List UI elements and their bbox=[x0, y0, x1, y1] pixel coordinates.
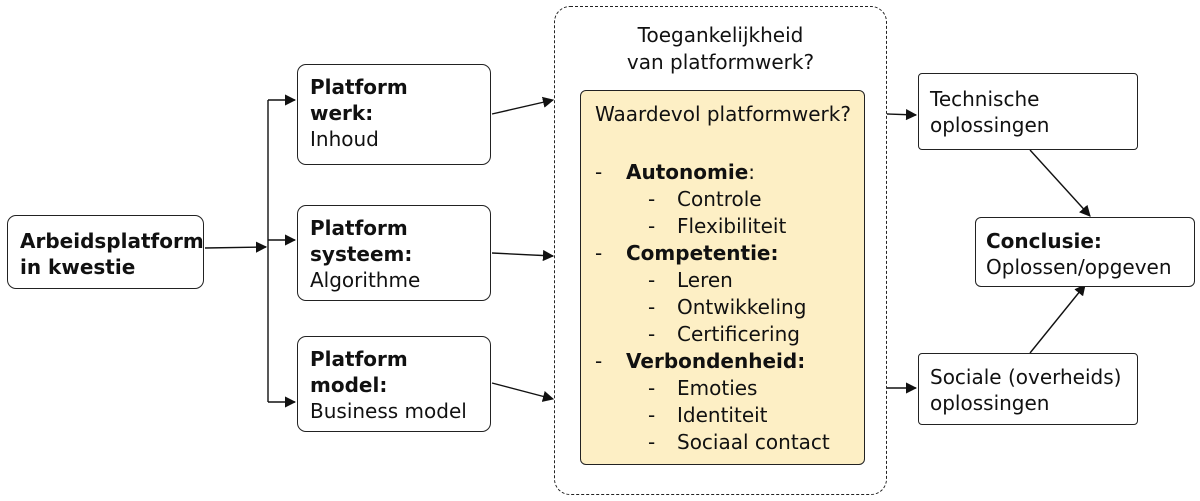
item-identity: Identiteit bbox=[677, 403, 768, 427]
social-solutions-text: Sociale (overheids) oplossingen bbox=[930, 365, 1122, 415]
valuable-title: Waardevol platformwerk? bbox=[595, 102, 851, 126]
item-development: Ontwikkeling bbox=[677, 295, 807, 319]
valuable-box: Waardevol platformwerk? - Autonomie: - C… bbox=[580, 90, 865, 465]
platform-system-subtitle: Algorithme bbox=[310, 268, 421, 292]
arrow-model-to-frame bbox=[491, 382, 555, 402]
source-title: Arbeidsplatform in kwestie bbox=[20, 229, 204, 279]
group-dash: - bbox=[595, 241, 603, 265]
platform-work-title: Platform werk: bbox=[310, 75, 408, 125]
item-social-contact: Sociaal contact bbox=[677, 430, 830, 454]
arrow-work-to-frame bbox=[491, 96, 555, 115]
platform-model-subtitle: Business model bbox=[310, 399, 467, 423]
item-dash: - bbox=[648, 376, 656, 400]
item-certification: Certificering bbox=[677, 322, 800, 346]
arrow-technical-to-conclusion bbox=[1029, 149, 1091, 217]
group-label-relatedness: Verbondenheid: bbox=[626, 349, 806, 373]
item-dash: - bbox=[648, 322, 656, 346]
item-flexibility: Flexibiliteit bbox=[677, 214, 787, 238]
item-control: Controle bbox=[677, 187, 762, 211]
conclusion-subtitle: Oplossen/opgeven bbox=[986, 255, 1172, 279]
accessibility-title: Toegankelijkheid van platformwerk? bbox=[626, 23, 815, 74]
arrow-source-to-branch bbox=[204, 241, 268, 253]
platform-system-title: Platform systeem: bbox=[310, 216, 413, 266]
platform-work-subtitle: Inhoud bbox=[310, 127, 379, 151]
group-dash: - bbox=[595, 349, 603, 373]
technical-solutions-box: Technische oplossingen bbox=[918, 73, 1138, 150]
technical-solutions-text: Technische oplossingen bbox=[930, 87, 1050, 137]
accessibility-frame bbox=[554, 6, 887, 495]
group-label-autonomy: Autonomie: bbox=[626, 160, 756, 184]
conclusion-title: Conclusie: bbox=[986, 229, 1102, 253]
arrow-system-to-frame bbox=[491, 249, 555, 262]
group-label-competence: Competentie: bbox=[626, 241, 779, 265]
item-learning: Leren bbox=[677, 268, 733, 292]
source-box: Arbeidsplatform in kwestie bbox=[7, 215, 204, 289]
item-dash: - bbox=[648, 403, 656, 427]
item-dash: - bbox=[648, 430, 656, 454]
platform-model-box: Platform model: Business model bbox=[297, 336, 491, 432]
arrow-social-to-conclusion bbox=[1029, 284, 1086, 354]
item-dash: - bbox=[648, 295, 656, 319]
conclusion-box: Conclusie: Oplossen/opgeven bbox=[975, 217, 1195, 287]
group-dash: - bbox=[595, 160, 603, 184]
item-dash: - bbox=[648, 214, 656, 238]
arrow-frame-to-technical bbox=[886, 109, 918, 121]
platform-system-box: Platform systeem: Algorithme bbox=[297, 205, 491, 301]
item-dash: - bbox=[648, 268, 656, 292]
social-solutions-box: Sociale (overheids) oplossingen bbox=[918, 353, 1138, 425]
platform-work-box: Platform werk: Inhoud bbox=[297, 64, 491, 165]
platform-model-title: Platform model: bbox=[310, 347, 408, 397]
item-dash: - bbox=[648, 187, 656, 211]
item-emotions: Emoties bbox=[677, 376, 758, 400]
